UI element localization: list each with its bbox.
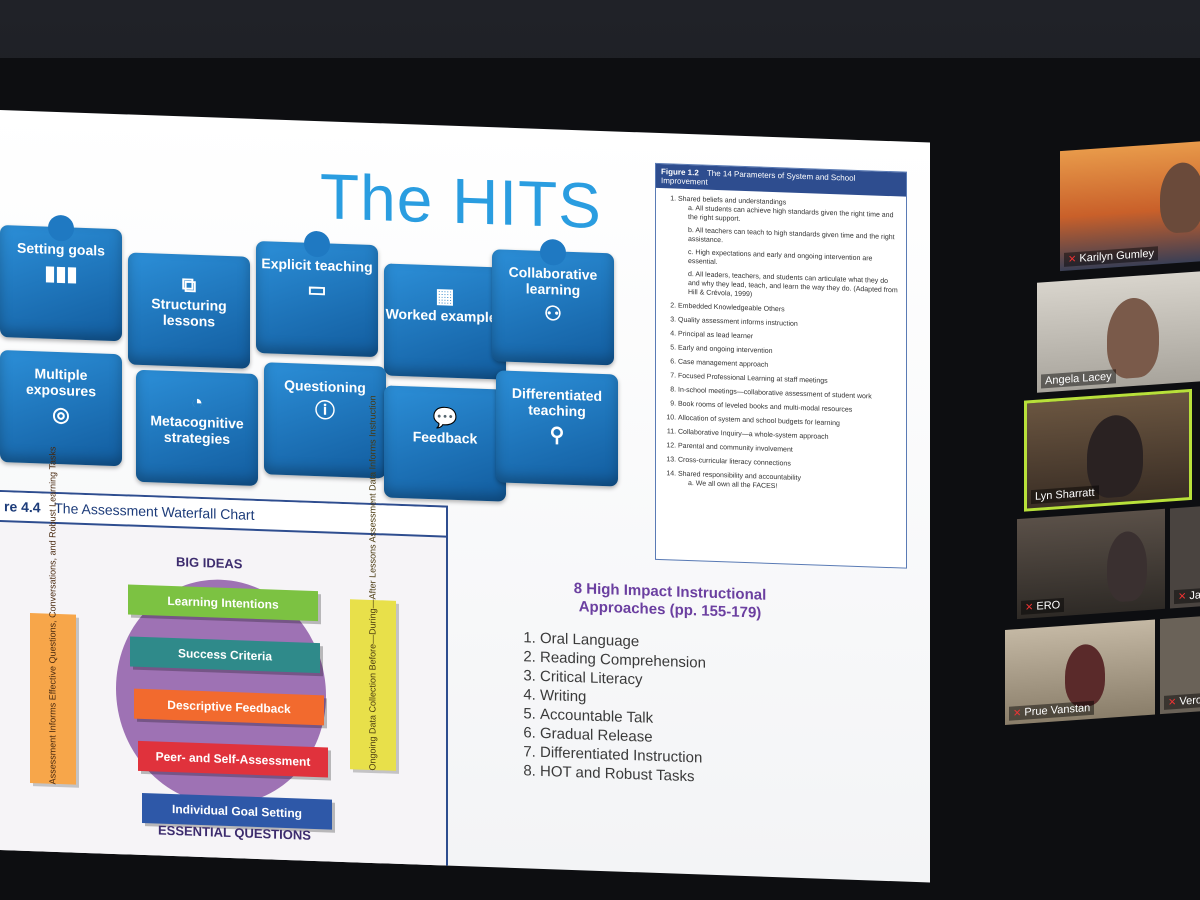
network-icon: ⚇ [544, 302, 562, 326]
sub-item: d. All leaders, teachers, and students c… [688, 271, 898, 299]
right-side-banner: Ongoing Data Collection Before—During—Af… [350, 394, 396, 771]
puzzle-multiple-exposures: Multiple exposures ◎ [0, 350, 122, 467]
participant-gallery: ✕Karilyn Gumley Angela Lacey Lyn Sharrat… [1005, 136, 1200, 750]
puzzle-label: Multiple exposures [25, 365, 97, 400]
figure-14-parameters: Figure 1.2 The 14 Parameters of System a… [655, 162, 907, 569]
participant-name: Lyn Sharratt [1031, 485, 1099, 505]
muted-mic-icon: ✕ [1178, 591, 1187, 603]
video-tile[interactable]: ✕Prue Vanstan [1005, 619, 1155, 725]
puzzle-label: Questioning [284, 376, 366, 396]
video-tile[interactable]: ✕Karilyn Gumley [1060, 141, 1200, 272]
left-side-text: Assessment Informs Effective Questions, … [47, 445, 58, 785]
puzzle-collaborative-learning: Collaborative learning ⚇ [492, 238, 614, 366]
participant-name: ✕Prue Vanstan [1009, 700, 1095, 721]
puzzle-label: Feedback [412, 428, 478, 447]
puzzle-explicit-teaching: Explicit teaching ▭ [256, 230, 378, 358]
puzzle-metacognitive-strategies: ◔ Metacognitive strategies [136, 369, 258, 487]
puzzle-setting-goals: Setting goals ▮▮▮ [0, 214, 122, 342]
figure-title: The Assessment Waterfall Chart [54, 499, 255, 523]
muted-mic-icon: ✕ [1025, 602, 1034, 614]
figure-header: Figure 1.2 The 14 Parameters of System a… [656, 163, 906, 197]
puzzle-structuring-lessons: ⧉ Structuring lessons [128, 252, 250, 369]
left-side-banner: Assessment Informs Effective Questions, … [30, 445, 76, 785]
approaches-list: Oral Language Reading Comprehension Crit… [540, 629, 800, 790]
puzzle-feedback: 💬 Feedback [384, 385, 506, 502]
video-tile[interactable]: ✕Veroni [1160, 616, 1200, 715]
slide-title: The HITS [320, 160, 602, 243]
video-tile[interactable]: ✕Jar [1170, 506, 1200, 609]
puzzle-label: Worked examples [385, 305, 505, 326]
approaches-title: 8 High Impact Instructional Approaches (… [573, 580, 767, 622]
sub-item: b. All teachers can teach to high standa… [688, 227, 895, 245]
sub-item: a. All students can achieve high standar… [688, 205, 894, 223]
figure-assessment-waterfall: re 4.4 The Assessment Waterfall Chart BI… [0, 394, 448, 870]
muted-mic-icon: ✕ [1013, 707, 1022, 720]
participant-name: ✕ERO [1021, 597, 1065, 615]
video-tile[interactable]: ✕ERO [1017, 508, 1165, 620]
participant-name: ✕Karilyn Gumley [1064, 246, 1158, 267]
shared-slide: The HITS Setting goals ▮▮▮ ⧉ Structuring… [0, 110, 930, 883]
muted-mic-icon: ✕ [1168, 697, 1177, 709]
figure-header: re 4.4 The Assessment Waterfall Chart [0, 491, 446, 538]
figure-number: re 4.4 [4, 498, 41, 516]
video-tile-active-speaker[interactable]: Lyn Sharratt [1024, 388, 1192, 512]
puzzle-label: Differentiated teaching [511, 384, 603, 420]
big-ideas-label: BIG IDEAS [176, 554, 243, 572]
puzzle-label: Metacognitive strategies [150, 412, 244, 448]
puzzle-differentiated-teaching: Differentiated teaching ⚲ [496, 370, 618, 487]
participant-name: Angela Lacey [1041, 369, 1116, 389]
sub-item: c. High expectations and early and ongoi… [688, 249, 873, 267]
presentation-icon: ▭ [307, 278, 327, 302]
puzzle-label: Collaborative learning [508, 263, 598, 299]
approaches-section: 8 High Impact Instructional Approaches (… [510, 578, 800, 790]
puzzle-label: Structuring lessons [151, 295, 227, 330]
puzzle-worked-examples: ▦ Worked examples [384, 263, 506, 380]
right-side-text: Ongoing Data Collection Before—During—Af… [367, 394, 378, 771]
puzzle-label: Explicit teaching [261, 255, 373, 276]
participant-name: ✕Veroni [1164, 692, 1200, 710]
puzzle-label: Setting goals [17, 239, 105, 259]
venn-icon: ◎ [52, 403, 70, 427]
differentiated-icon: ⚲ [549, 424, 565, 447]
participant-name: ✕Jar [1174, 587, 1200, 605]
parameter-list: Shared beliefs and understandings a. All… [678, 195, 900, 496]
muted-mic-icon: ✕ [1068, 254, 1077, 266]
video-tile[interactable]: Angela Lacey [1037, 271, 1200, 393]
list-item: Shared responsibility and accountability… [678, 470, 900, 496]
bar-chart-icon: ▮▮▮ [44, 262, 78, 286]
list-item: Shared beliefs and understandings a. All… [678, 195, 900, 305]
